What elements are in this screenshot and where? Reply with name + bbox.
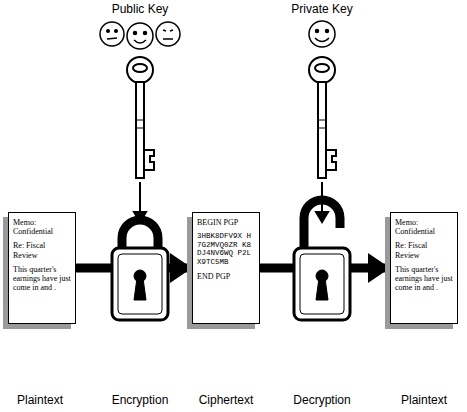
document-text: 3HBK8DFV9X H7G2MVQ0ZR K8DJ4NV6WQ P2LX9TC… <box>197 232 255 267</box>
open-lock-part <box>294 248 350 320</box>
private-key-symbol-part <box>315 64 329 72</box>
face-group-part <box>134 32 137 35</box>
face-group-part <box>144 32 147 35</box>
face-group <box>100 22 180 49</box>
document-text: Re: Fiscal Review <box>13 241 71 259</box>
document-page: Memo: ConfidentialRe: Fiscal ReviewThis … <box>390 212 458 324</box>
face-private-part <box>326 30 329 33</box>
document-text: BEGIN PGP <box>197 218 255 227</box>
document-text: Re: Fiscal Review <box>395 241 453 259</box>
open-lock-part <box>304 200 340 252</box>
face-private-part <box>316 30 319 33</box>
public-key-symbol-part <box>133 64 147 72</box>
document-text: Memo: Confidential <box>13 218 71 236</box>
face-private-part <box>315 38 329 42</box>
closed-lock-part <box>112 248 168 320</box>
stage-label: Plaintext <box>17 393 63 407</box>
stage-label: Encryption <box>112 393 169 407</box>
stage-label: Ciphertext <box>199 393 254 407</box>
private-key-symbol-part <box>326 150 336 170</box>
face-group-part <box>127 23 153 49</box>
face-group-part <box>107 38 117 39</box>
face-group-part <box>163 38 173 40</box>
face-group-part <box>115 30 118 33</box>
private-key-symbol-part <box>309 57 335 83</box>
document-text: END PGP <box>197 272 255 281</box>
key-label: Private Key <box>291 2 352 16</box>
key-label: Public Key <box>112 2 169 16</box>
closed-lock <box>112 220 168 320</box>
public-key-symbol-part <box>139 182 141 214</box>
closed-lock-part <box>134 278 146 300</box>
document-page: BEGIN PGP 3HBK8DFV9X H7G2MVQ0ZR K8DJ4NV6W… <box>192 212 260 324</box>
face-private <box>309 21 335 47</box>
private-key-symbol-part <box>316 212 328 222</box>
document-text: This quarter's earnings have just come i… <box>395 265 453 293</box>
document-page: Memo: ConfidentialRe: Fiscal ReviewThis … <box>8 212 76 324</box>
private-key-symbol-part <box>318 120 326 128</box>
face-group-part <box>134 40 146 43</box>
face-private-part <box>309 21 335 47</box>
face-group-part <box>100 22 124 46</box>
public-key-symbol <box>127 57 154 222</box>
closed-lock-part <box>118 254 162 314</box>
open-lock <box>294 200 350 320</box>
face-group-part <box>156 22 180 46</box>
stage-label: Plaintext <box>401 393 447 407</box>
open-lock-part <box>316 278 328 300</box>
open-lock-part <box>300 254 344 314</box>
stage-label: Decryption <box>293 393 350 407</box>
public-key-symbol-part <box>127 57 153 83</box>
face-group-part <box>163 30 173 31</box>
public-key-symbol-part <box>136 82 144 178</box>
private-key-symbol-part <box>318 82 326 178</box>
public-key-symbol-part <box>144 150 154 170</box>
document-text: Memo: Confidential <box>395 218 453 236</box>
face-group-part <box>107 30 110 33</box>
public-key-symbol-part <box>136 120 144 128</box>
document-text: This quarter's earnings have just come i… <box>13 265 71 293</box>
